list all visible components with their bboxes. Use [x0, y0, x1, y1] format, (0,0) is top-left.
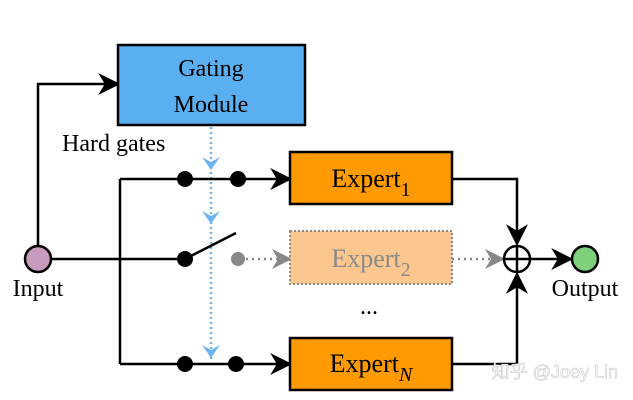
expert-2-name: Expert	[331, 244, 401, 273]
expert-2-inactive: Expert2	[289, 230, 453, 285]
switch-expert-1	[177, 168, 293, 190]
svg-text:Expert2: Expert2	[331, 244, 410, 281]
sum-node	[502, 244, 532, 274]
watermark: 知乎 @Joey Lin	[492, 362, 618, 382]
hard-gate-line	[202, 127, 220, 360]
gate-arrow-2	[202, 211, 220, 224]
input-wires	[36, 73, 185, 366]
expert-n-subscript: N	[398, 364, 414, 386]
output-label: Output	[552, 276, 619, 302]
svg-text:ExpertN: ExpertN	[330, 349, 414, 386]
output-node	[570, 244, 600, 274]
input-label: Input	[13, 276, 64, 302]
expert-1-name: Expert	[331, 164, 401, 193]
input-node	[23, 244, 53, 274]
expert-n-name: Expert	[330, 349, 400, 378]
expert-1-subscript: 1	[401, 179, 411, 201]
switch-expert-n	[177, 353, 293, 375]
svg-text:Expert1: Expert1	[331, 164, 410, 201]
expert-output-wires	[452, 177, 528, 366]
hard-gates-label: Hard gates	[62, 131, 165, 157]
gate-arrow-1	[202, 157, 220, 170]
gate-arrow-3	[202, 345, 220, 358]
expert-2-subscript: 2	[401, 259, 411, 281]
gating-label-line1: Gating	[178, 56, 243, 82]
gating-label-line2: Module	[174, 92, 249, 118]
expert-n: ExpertN	[288, 336, 454, 392]
expert-1: Expert1	[288, 150, 454, 206]
gating-module: Gating Module	[116, 43, 307, 127]
ellipsis: ...	[360, 294, 378, 320]
switch-expert-2-open	[177, 231, 292, 269]
